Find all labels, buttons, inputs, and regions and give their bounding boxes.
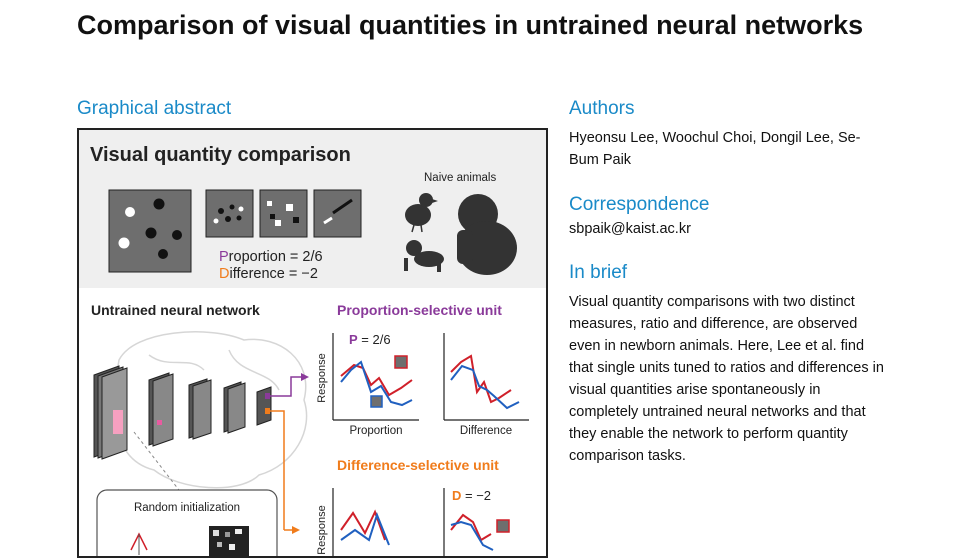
difference-unit-chart-difference: D = −2 <box>443 488 510 556</box>
naive-animals-label: Naive animals <box>424 172 496 184</box>
difference-tuning-chart: Difference <box>443 333 529 437</box>
monkey-silhouette-icon <box>457 194 517 275</box>
random-initialization-label: Random initialization <box>134 502 240 514</box>
authors-heading: Authors <box>569 98 635 119</box>
graphical-abstract-heading: Graphical abstract <box>77 98 232 119</box>
graphical-abstract-figure: Visual quantity comparison Proportion = … <box>90 144 529 556</box>
in-brief-heading: In brief <box>569 262 628 283</box>
response-axis-label-2: Response <box>316 505 328 555</box>
proportion-value-label: P = 2/6 <box>349 332 391 347</box>
stimulus-thumbnail-squares <box>259 189 308 238</box>
stimulus-thumbnail-bars <box>313 189 362 238</box>
proportion-tuning-chart: Response Proportion P = 2/6 <box>316 332 419 437</box>
response-axis-label: Response <box>316 353 328 403</box>
graphical-abstract: Visual quantity comparison Proportion = … <box>77 128 548 558</box>
difference-unit-title: Difference-selective unit <box>337 457 499 473</box>
paper-title: Comparison of visual quantities in untra… <box>77 10 864 40</box>
difference-value-label: D = −2 <box>452 488 491 503</box>
stimulus-thumbnail-dots <box>205 189 254 238</box>
network-title: Untrained neural network <box>91 302 260 318</box>
proportion-axis-label: Proportion <box>349 425 402 437</box>
baby-silhouette-icon <box>404 240 444 272</box>
proportion-example: Proportion = 2/6 <box>219 249 323 265</box>
weight-matrix-thumbnail <box>209 526 249 556</box>
correspondence-heading: Correspondence <box>569 194 710 215</box>
difference-axis-label: Difference <box>460 425 512 437</box>
difference-unit-chart-proportion: Response <box>316 488 390 556</box>
proportion-unit-title: Proportion-selective unit <box>337 302 502 318</box>
chick-silhouette-icon <box>405 193 438 233</box>
random-initialization-box <box>96 489 278 556</box>
difference-example: Difference = −2 <box>219 266 318 282</box>
brain-outline <box>113 331 308 489</box>
network-layers <box>93 365 272 460</box>
correspondence-email[interactable]: sbpaik@kaist.ac.kr <box>569 221 691 237</box>
stimulus-dots <box>118 198 182 259</box>
figure-panel-title: Visual quantity comparison <box>90 144 351 166</box>
in-brief-text: Visual quantity comparisons with two dis… <box>569 294 884 464</box>
authors-list: Hyeonsu Lee, Woochul Choi, Dongil Lee, S… <box>569 130 861 168</box>
